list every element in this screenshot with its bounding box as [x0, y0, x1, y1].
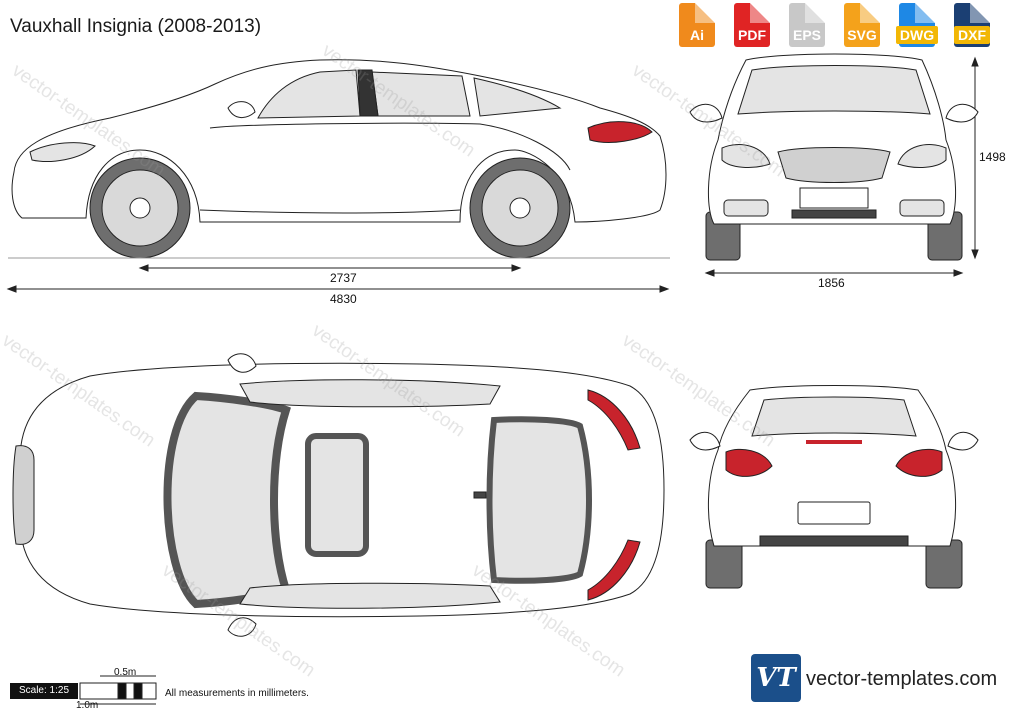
wheelbase-dimension: 2737 — [330, 271, 357, 285]
side-view — [8, 59, 670, 259]
length-arrow-left — [6, 285, 17, 293]
side-mirror — [227, 101, 256, 118]
top-windshield — [163, 391, 291, 609]
rear-left-taillight — [725, 448, 773, 477]
scale-label: Scale: 1:25 — [10, 683, 78, 699]
pdf-label: PDF — [738, 27, 766, 43]
vt-logo[interactable]: VT — [751, 654, 801, 702]
scale-bar-block-2 — [133, 682, 143, 700]
page-title: Vauxhall Insignia (2008-2013) — [10, 16, 262, 37]
top-right-taillight — [587, 539, 641, 601]
svg-file-icon[interactable]: SVG — [836, 3, 888, 49]
dxf-label: DXF — [954, 26, 990, 44]
brand-name[interactable]: vector-templates.com — [806, 668, 998, 690]
side-sill-line — [199, 209, 461, 214]
width-arrow-left — [704, 269, 715, 277]
top-right-side-window — [239, 582, 501, 609]
front-grille — [777, 147, 891, 183]
top-sunroof — [305, 433, 369, 557]
wheelbase-arrow-right — [511, 264, 522, 272]
front-plate — [799, 187, 869, 209]
side-c-pillar-window — [473, 77, 562, 117]
top-front-grille — [12, 445, 35, 545]
rear-right-taillight — [895, 448, 943, 477]
front-right-mirror — [945, 103, 979, 123]
front-windshield — [737, 65, 931, 115]
rear-view — [689, 385, 979, 589]
rear-left-mirror — [689, 431, 721, 451]
front-lower-intake — [791, 209, 877, 219]
dwg-file-icon[interactable]: DWG — [891, 3, 943, 49]
ai-file-icon[interactable]: Ai — [671, 3, 723, 49]
rear-window — [751, 396, 917, 437]
eps-label: EPS — [792, 27, 821, 43]
top-left-taillight — [587, 389, 641, 451]
front-left-foglight — [723, 199, 769, 217]
side-door-line — [209, 122, 571, 171]
side-rear-window — [371, 71, 471, 117]
svg-label: SVG — [847, 27, 877, 43]
eps-file-icon[interactable]: EPS — [781, 3, 833, 49]
side-headlight — [29, 142, 96, 162]
side-dimensions — [6, 56, 979, 293]
top-rear-window — [486, 416, 592, 584]
top-right-mirror — [227, 617, 257, 637]
rear-brake-light — [806, 440, 862, 444]
scale-half-label: 0.5m — [114, 667, 137, 678]
side-rear-hub — [509, 197, 531, 219]
height-arrow-bottom — [971, 249, 979, 260]
top-antenna — [473, 491, 487, 499]
length-arrow-right — [659, 285, 670, 293]
front-right-foglight — [899, 199, 945, 217]
wheelbase-arrow-left — [138, 264, 149, 272]
height-arrow-top — [971, 56, 979, 67]
side-taillight — [587, 121, 653, 143]
dwg-label: DWG — [895, 26, 939, 44]
top-left-side-window — [239, 379, 501, 408]
length-dimension: 4830 — [330, 292, 357, 306]
height-dimension: 1498 — [979, 150, 1006, 164]
pdf-file-icon[interactable]: PDF — [726, 3, 778, 49]
front-view — [689, 53, 979, 261]
rear-right-mirror — [947, 431, 979, 451]
top-left-mirror — [227, 353, 257, 373]
dxf-file-icon[interactable]: DXF — [946, 3, 998, 49]
format-icons: Ai PDF EPS SVG DWG DXF — [671, 3, 998, 49]
rear-plate — [797, 501, 871, 525]
side-front-window — [257, 69, 361, 119]
scale-bar — [79, 675, 157, 705]
front-left-mirror — [689, 103, 723, 123]
front-left-headlight — [721, 144, 771, 168]
side-front-hub — [129, 197, 151, 219]
measurements-note: All measurements in millimeters. — [165, 688, 309, 699]
rear-left-tire — [705, 539, 743, 589]
width-arrow-right — [953, 269, 964, 277]
width-dimension: 1856 — [818, 276, 845, 290]
ai-label: Ai — [690, 27, 704, 43]
rear-diffuser — [759, 535, 909, 547]
rear-right-tire — [925, 539, 963, 589]
front-right-headlight — [897, 144, 947, 168]
scale-full-label: 1.0m — [76, 700, 99, 711]
scale-bar-block-1 — [117, 682, 127, 700]
side-b-pillar — [357, 69, 379, 117]
top-view — [12, 353, 665, 637]
